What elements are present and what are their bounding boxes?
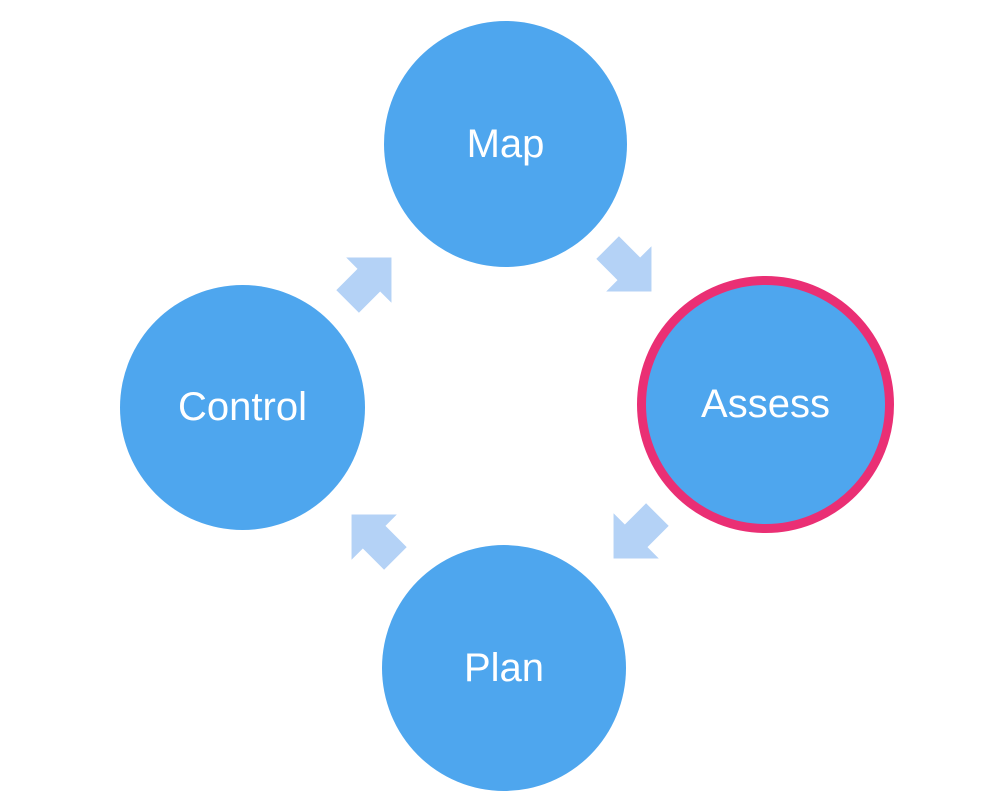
node-plan[interactable]: Plan	[382, 545, 626, 791]
node-map-label: Map	[466, 121, 545, 166]
node-control-label: Control	[178, 385, 307, 429]
node-control[interactable]: Control	[120, 285, 365, 530]
arrow-control-to-map-icon	[336, 257, 392, 313]
arrow-map-to-assess-icon	[596, 236, 652, 292]
node-assess[interactable]: Assess	[637, 276, 894, 533]
arrow-plan-to-control-icon	[351, 514, 407, 570]
node-assess-label: Assess	[701, 382, 830, 426]
arrow-assess-to-plan-icon	[613, 503, 669, 559]
node-map[interactable]: Map	[384, 21, 627, 267]
node-plan-label: Plan	[463, 645, 545, 690]
